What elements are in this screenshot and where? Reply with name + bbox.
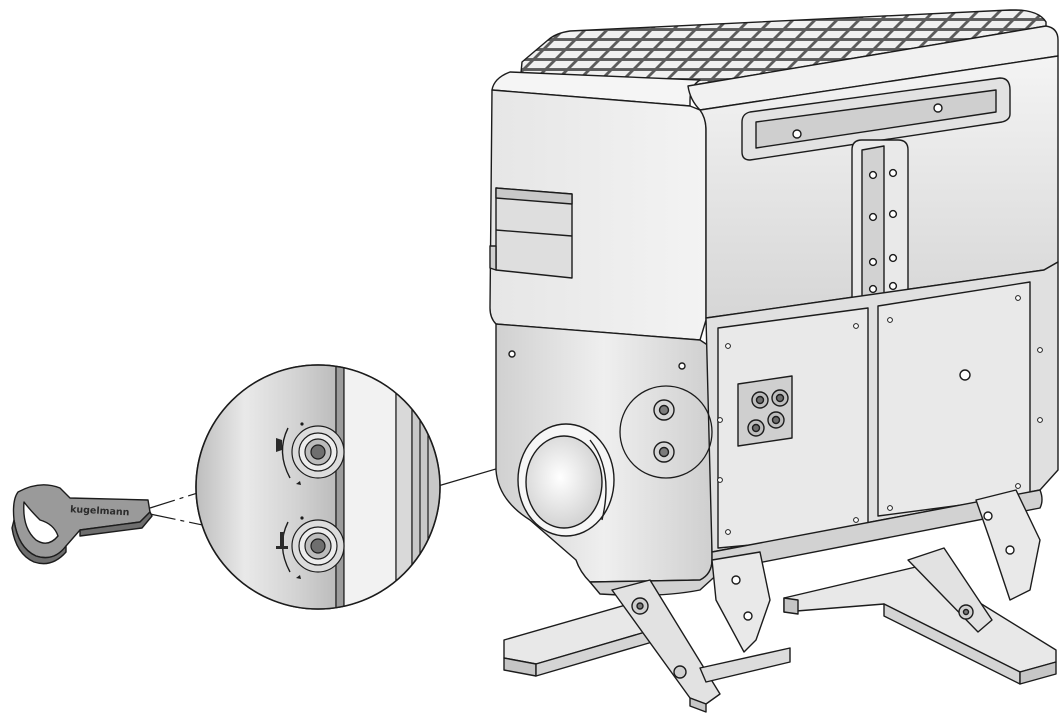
tilt-adjust-icon xyxy=(276,422,345,485)
detail-callout-ring xyxy=(619,385,713,479)
key-brand-text: kugelmann xyxy=(70,504,130,518)
top-grille xyxy=(519,9,1047,87)
stand-right xyxy=(783,489,1057,685)
adjustment-key: kugelmann xyxy=(11,484,153,565)
floodlight-housing xyxy=(489,9,1059,597)
detail-magnifier xyxy=(195,364,441,610)
lock-icon xyxy=(276,516,345,579)
connector-plate xyxy=(737,375,793,447)
stand-left xyxy=(503,551,791,713)
housing-adjusters xyxy=(653,399,675,463)
